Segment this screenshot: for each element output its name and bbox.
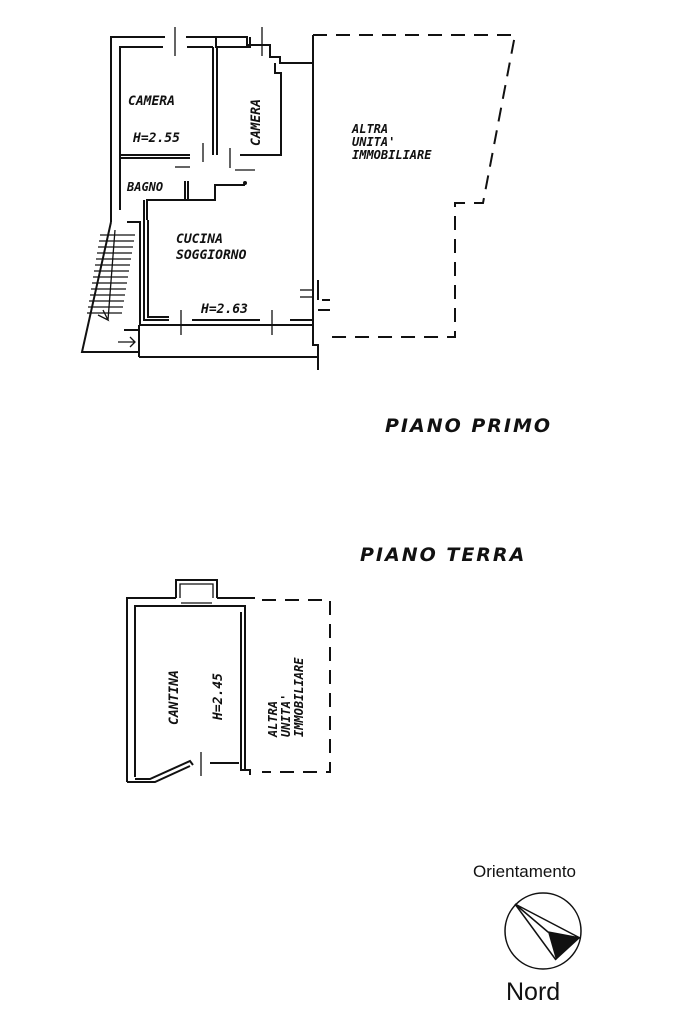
room-label-camera-1: CAMERA [128,94,175,109]
ground-other-unit-label-3: IMMOBILIARE [292,657,306,737]
ground-other-unit-label-2: UNITA' [279,694,293,737]
room-label-bagno: BAGNO [126,180,163,194]
room-height-camera-1: H=2.55 [132,131,180,146]
other-unit-label-1: ALTRA [351,122,388,136]
first-floor-plan [80,27,517,370]
floor-title-piano-primo: PIANO PRIMO [385,415,552,437]
floor-title-piano-terra: PIANO TERRA [360,544,526,566]
room-label-cantina: CANTINA [167,670,182,725]
compass-icon [504,892,582,970]
ground-floor-plan [126,579,331,783]
ground-other-unit-label-1: ALTRA [266,701,280,738]
room-height-cucina: H=2.63 [200,302,248,317]
room-label-cucina: CUCINA [176,232,223,247]
other-unit-label-3: IMMOBILIARE [352,148,432,162]
north-label: Nord [506,978,560,1006]
room-height-cantina: H=2.45 [211,673,226,721]
orientation-label: Orientamento [473,862,576,881]
room-label-soggiorno: SOGGIORNO [176,248,247,263]
room-label-camera-2: CAMERA [249,99,264,146]
other-unit-label-2: UNITA' [352,135,395,149]
